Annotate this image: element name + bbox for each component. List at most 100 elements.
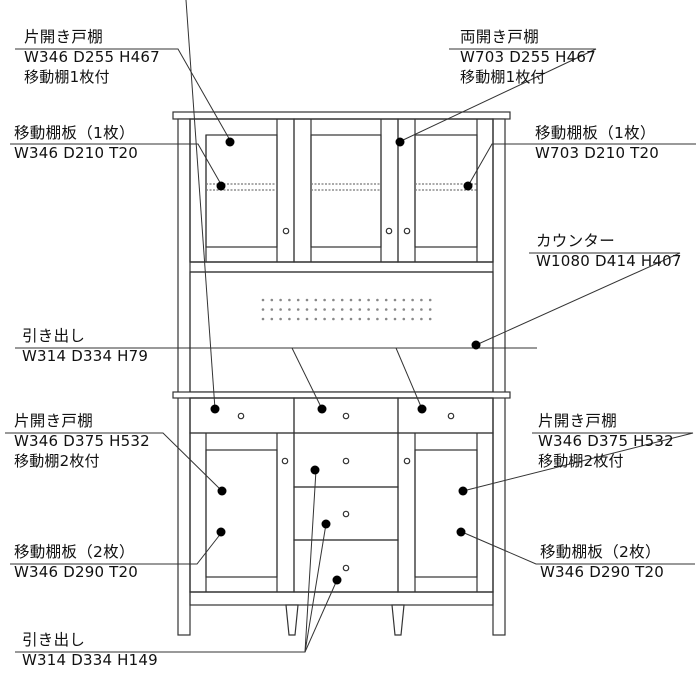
vent-hole xyxy=(296,317,300,321)
vent-hole xyxy=(314,298,318,302)
vent-hole xyxy=(411,298,414,302)
vent-hole xyxy=(305,308,309,311)
vent-hole xyxy=(349,298,353,302)
dot-top-drawer-right xyxy=(417,404,427,414)
vent-hole xyxy=(367,317,370,321)
upper-left-door xyxy=(189,118,295,263)
vent-hole xyxy=(358,308,362,311)
vent-hole xyxy=(323,308,326,311)
vent-hole xyxy=(428,298,432,302)
callout-dots xyxy=(210,137,481,585)
vent-hole xyxy=(358,317,362,321)
label-center-drawers: 引き出し W314 D334 H149 xyxy=(22,630,158,670)
label-upper-double-cabinet: 両開き戸棚 W703 D255 H467 移動棚1枚付 xyxy=(460,27,596,87)
label-title: 引き出し xyxy=(22,327,86,345)
vent-hole xyxy=(402,317,406,321)
label-upper-right-shelf: 移動棚板（1枚） W703 D210 T20 xyxy=(535,123,659,163)
counter-board xyxy=(172,391,511,399)
vent-hole xyxy=(288,317,291,321)
label-title: 片開き戸棚 xyxy=(24,28,104,46)
vent-hole xyxy=(340,298,344,302)
label-dimensions: W346 D290 T20 xyxy=(14,563,139,581)
vent-hole xyxy=(296,298,300,302)
vent-hole xyxy=(314,308,318,311)
dot-lower-right-cabinet xyxy=(458,486,468,496)
label-dimensions: W703 D255 H467 xyxy=(460,48,596,66)
label-title: 引き出し xyxy=(22,631,86,649)
label-lower-right-cabinet: 片開き戸棚 W346 D375 H532 移動棚2枚付 xyxy=(538,411,674,471)
dot-center-drawer-2 xyxy=(321,519,331,529)
dot-center-drawer-1 xyxy=(310,465,320,475)
lower-left-door xyxy=(189,432,295,593)
top-drawer-row xyxy=(189,397,494,434)
vent-hole xyxy=(393,308,397,311)
vent-hole xyxy=(332,317,335,321)
lower-right-door xyxy=(397,432,494,593)
dot-upper-right-shelf xyxy=(463,181,473,191)
vent-hole xyxy=(420,298,423,302)
vent-hole xyxy=(411,317,414,321)
label-dimensions: W346 D375 H532 xyxy=(538,432,674,450)
leader-lines xyxy=(5,0,696,653)
label-top-drawers: 引き出し W314 D334 H79 xyxy=(22,326,148,366)
label-title: 片開き戸棚 xyxy=(14,412,94,430)
vent-hole xyxy=(376,298,379,302)
vent-hole xyxy=(270,308,274,311)
vent-hole xyxy=(420,317,423,321)
dot-upper-left-shelf xyxy=(216,181,226,191)
vent-hole xyxy=(340,317,344,321)
dot-counter xyxy=(471,340,481,350)
dot-lower-right-shelves xyxy=(456,527,466,537)
vent-hole xyxy=(402,298,406,302)
vent-hole xyxy=(288,298,291,302)
label-counter: カウンター W1080 D414 H407 xyxy=(536,231,682,271)
dot-lower-left-shelves xyxy=(216,527,226,537)
vent-hole xyxy=(305,317,309,321)
label-lower-left-cabinet: 片開き戸棚 W346 D375 H532 移動棚2枚付 xyxy=(14,411,150,471)
dot-upper-double-cabinet xyxy=(395,137,405,147)
vent-hole xyxy=(340,308,344,311)
dot-top-drawer-center xyxy=(317,404,327,414)
label-dimensions: W703 D210 T20 xyxy=(535,144,660,162)
vent-hole xyxy=(349,308,353,311)
label-title: カウンター xyxy=(536,232,616,250)
vent-hole xyxy=(332,298,335,302)
vent-hole xyxy=(376,317,379,321)
label-upper-left-cabinet: 片開き戸棚 W346 D255 H467 移動棚1枚付 xyxy=(24,27,160,87)
vent-hole xyxy=(358,298,362,302)
vent-hole xyxy=(270,298,274,302)
label-title: 移動棚板（1枚） xyxy=(14,124,135,142)
vent-hole xyxy=(384,308,388,311)
label-lower-left-shelves: 移動棚板（2枚） W346 D290 T20 xyxy=(14,542,138,582)
lower-cabinet-frame xyxy=(189,397,494,593)
upper-shelves xyxy=(206,183,477,191)
vent-hole xyxy=(428,308,432,311)
label-dimensions: W346 D290 T20 xyxy=(540,563,665,581)
vent-hole xyxy=(393,317,397,321)
label-dimensions: W346 D375 H532 xyxy=(14,432,150,450)
vent-hole xyxy=(393,298,397,302)
vent-hole xyxy=(270,317,274,321)
label-dimensions: W314 D334 H79 xyxy=(22,347,149,365)
vent-hole xyxy=(384,298,388,302)
vent-hole xyxy=(367,298,370,302)
label-title: 移動棚板（2枚） xyxy=(540,543,661,561)
vent-hole xyxy=(323,298,326,302)
vent-hole xyxy=(332,308,335,311)
vent-hole xyxy=(261,317,265,321)
dot-top-drawer-left xyxy=(210,404,220,414)
vent-hole xyxy=(367,308,370,311)
vent-hole xyxy=(402,308,406,311)
label-title: 片開き戸棚 xyxy=(538,412,618,430)
cupboard-drawing xyxy=(172,111,511,636)
vent-hole xyxy=(279,308,282,311)
dot-lower-left-cabinet xyxy=(217,486,227,496)
vent-holes xyxy=(261,298,432,321)
left-post xyxy=(177,118,191,636)
vent-hole xyxy=(314,317,318,321)
dot-center-drawer-3 xyxy=(332,575,342,585)
label-note: 移動棚2枚付 xyxy=(538,452,624,470)
label-note: 移動棚1枚付 xyxy=(460,68,546,86)
leg-left xyxy=(285,604,299,636)
